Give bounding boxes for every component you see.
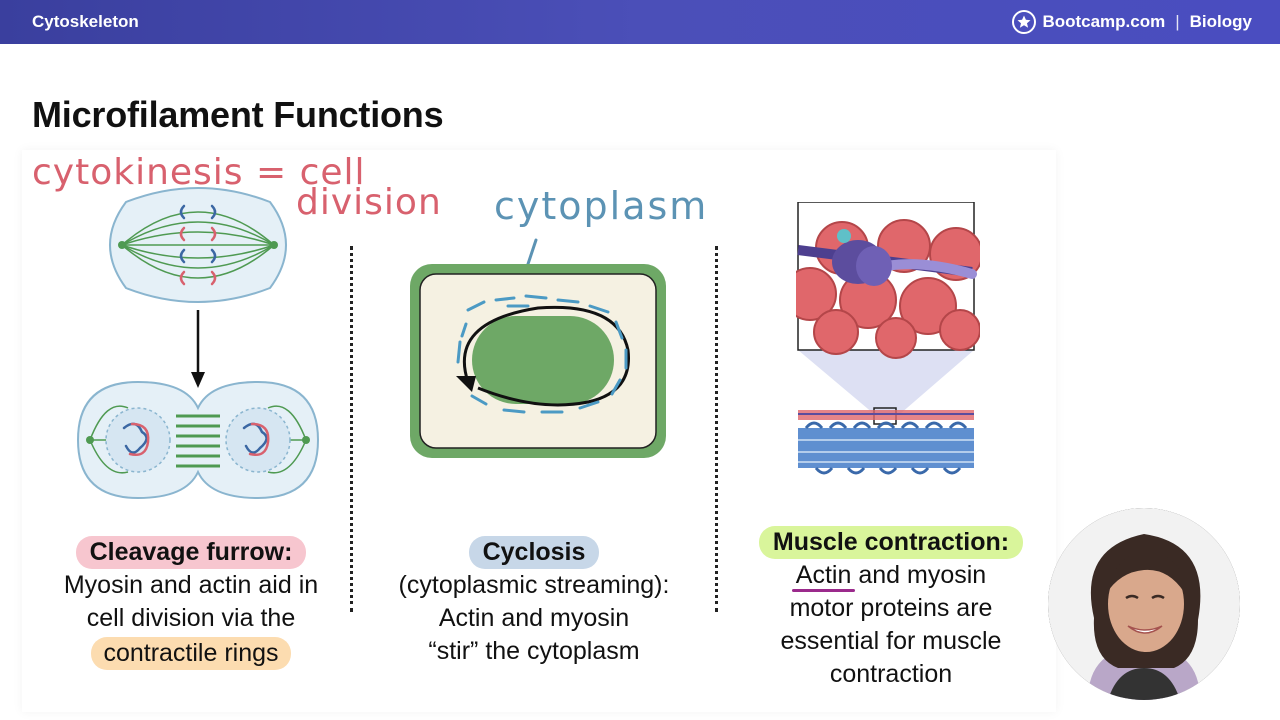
column-divider-1 [350,246,353,612]
brand-subject: Biology [1189,12,1252,31]
highlight-contractile-rings: contractile rings [91,637,291,670]
mitotic-spindle-diagram [109,187,287,303]
cyclosis-line-3: “stir” the cytoplasm [428,637,640,665]
column-cleavage-furrow: Cleavage furrow: Myosin and actin aid in… [28,536,354,670]
cyclosis-line-1: (cytoplasmic streaming): [398,571,670,599]
brand-separator: | [1175,12,1180,31]
column-cyclosis: Cyclosis (cytoplasmic streaming): Actin … [362,536,706,668]
underlined-actin: Actin [791,559,855,592]
column-divider-2 [715,246,718,612]
cleavage-furrow-diagram [76,380,320,500]
brand: Bootcamp.com | Biology [1012,10,1252,34]
cleavage-line-1: Myosin and actin aid in [63,571,319,599]
muscle-line-2: motor proteins are [789,594,993,622]
brand-name: Bootcamp.com [1042,12,1166,31]
header-bar: Cytoskeleton Bootcamp.com | Biology [0,0,1280,44]
page-title: Microfilament Functions [32,94,444,135]
annotation-cytokinesis: cytokinesis = cell [32,152,366,193]
cleavage-line-2: cell division via the [86,604,296,632]
arrow-down-icon [191,310,205,388]
muscle-line-3: essential for muscle [780,627,1002,655]
cyclosis-line-2: Actin and myosin [438,604,630,632]
heading-cleavage-furrow: Cleavage furrow: [75,536,307,569]
plant-cell-cyclosis-diagram [410,264,666,458]
muscle-line-1-rest: and myosin [851,561,987,589]
muscle-actin-myosin-diagram [796,202,980,475]
heading-cyclosis: Cyclosis [468,536,600,569]
presenter-avatar-icon [1048,508,1240,700]
bootcamp-star-icon [1012,10,1037,34]
section-title: Cytoskeleton [32,12,139,31]
presenter-webcam [1048,508,1240,700]
muscle-line-4: contraction [829,660,953,688]
annotation-division: division [296,182,442,223]
column-muscle-contraction: Muscle contraction: Actin and myosin mot… [732,526,1050,691]
annotation-cytoplasm: cytoplasm [494,184,709,228]
slide-canvas: cytokinesis = cell division cytoplasm [22,150,1056,712]
heading-muscle-contraction: Muscle contraction: [758,526,1024,559]
